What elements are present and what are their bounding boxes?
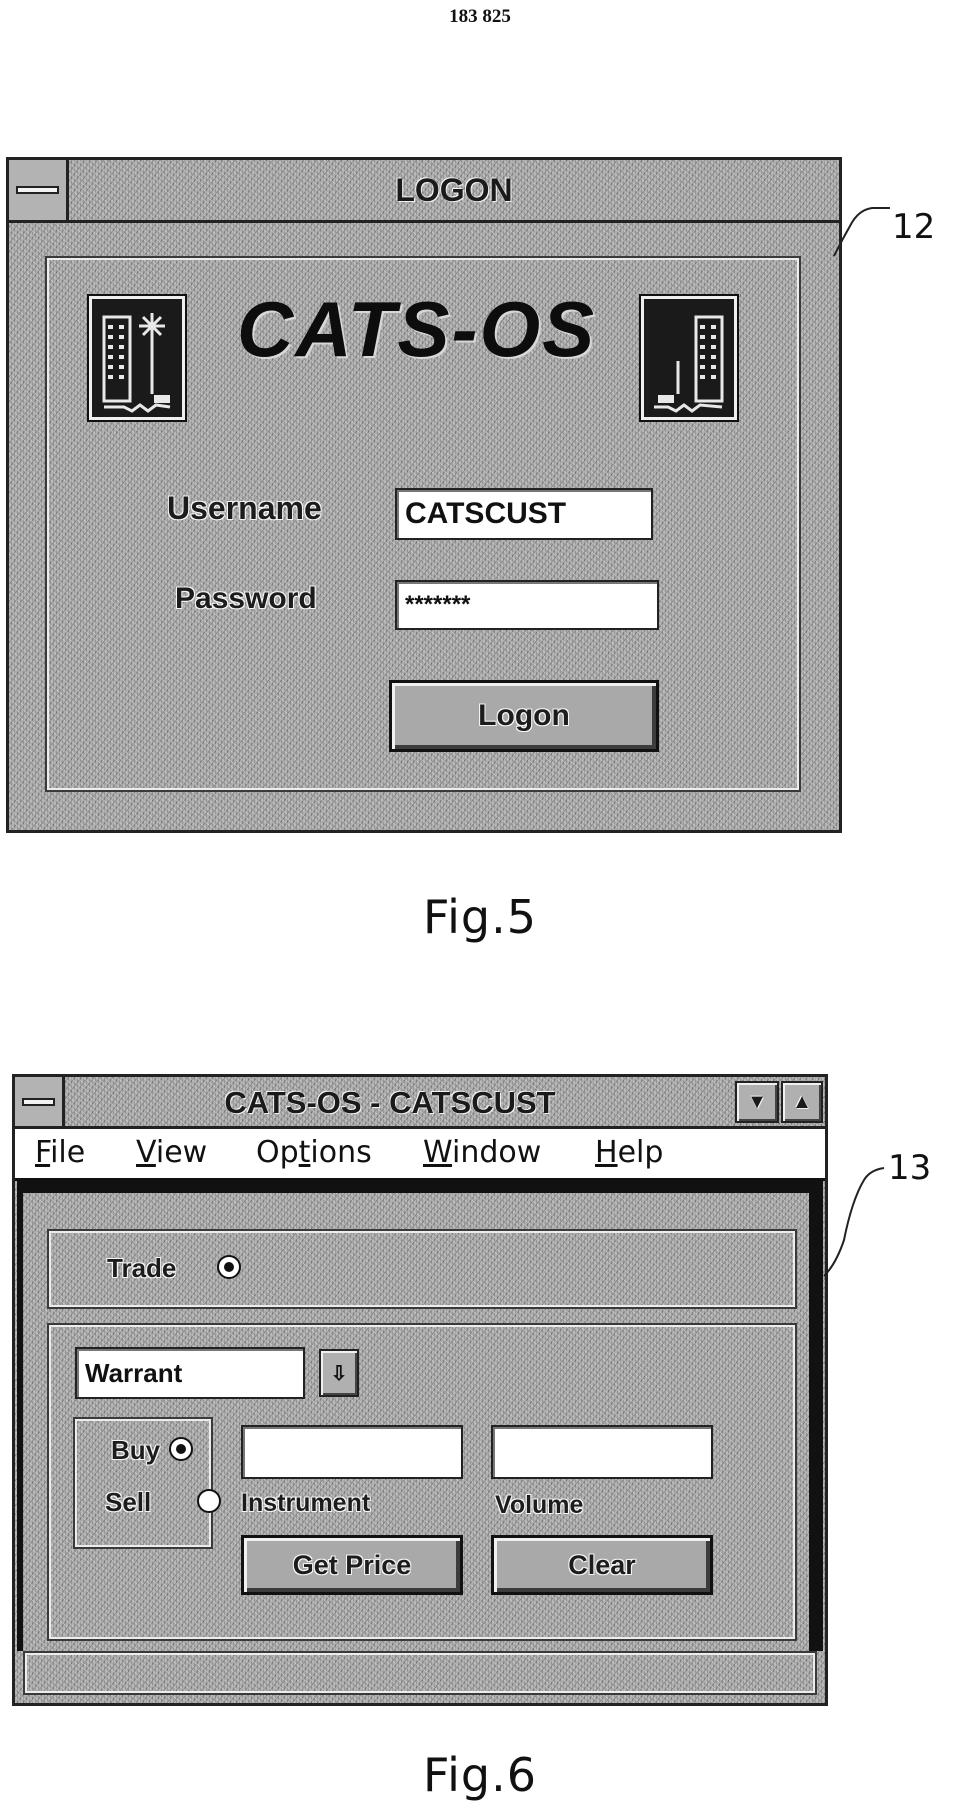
cats-logo-icon-left xyxy=(87,294,187,422)
reference-leader-12 xyxy=(833,207,890,257)
client-area-right-edge xyxy=(809,1181,823,1651)
password-label: Password xyxy=(175,582,317,615)
clear-button-label: Clear xyxy=(568,1549,636,1580)
trade-mode-panel: Trade xyxy=(47,1229,797,1309)
logon-window: LOGON CATS-OS xyxy=(6,157,842,833)
system-menu-button[interactable] xyxy=(9,160,69,220)
maximize-arrow-icon: ▲ xyxy=(792,1090,812,1113)
cats-logo-icon-right xyxy=(639,294,739,422)
menu-help[interactable]: Help xyxy=(595,1135,664,1170)
trade-radio[interactable] xyxy=(217,1255,241,1279)
sell-label: Sell xyxy=(105,1487,152,1517)
menu-file[interactable]: File xyxy=(35,1135,86,1170)
logon-panel xyxy=(45,256,801,792)
window-title: LOGON xyxy=(395,172,513,208)
window-title: CATS-OS - CATSCUST xyxy=(224,1085,556,1120)
buy-label: Buy xyxy=(111,1435,161,1465)
instrument-type-dropdown-button[interactable]: ⇩ xyxy=(319,1349,359,1397)
sell-radio[interactable] xyxy=(197,1489,222,1513)
client-area-frame xyxy=(17,1181,823,1193)
password-field[interactable]: ******* xyxy=(395,580,659,630)
maximize-button[interactable]: ▲ xyxy=(781,1081,823,1123)
get-price-button[interactable]: Get Price xyxy=(241,1535,463,1595)
app-logo-text: CATS-OS xyxy=(237,285,597,373)
buy-radio[interactable] xyxy=(169,1437,193,1461)
trade-label: Trade xyxy=(107,1253,177,1283)
password-value: ******* xyxy=(405,591,471,618)
menu-window[interactable]: Window xyxy=(423,1135,542,1170)
reference-label-12: 12 xyxy=(892,207,936,247)
building-icon xyxy=(654,315,724,413)
figure-caption-5: Fig.5 xyxy=(423,890,537,944)
status-bar xyxy=(23,1651,817,1695)
instrument-type-value: Warrant xyxy=(85,1357,183,1388)
username-field[interactable]: CATSCUST xyxy=(395,488,653,540)
page-number: 183 825 xyxy=(449,6,511,27)
minimize-arrow-icon: ▼ xyxy=(747,1090,767,1113)
minimize-button[interactable]: ▼ xyxy=(735,1081,779,1123)
logon-button-label: Logon xyxy=(478,699,570,732)
instrument-type-select[interactable]: Warrant xyxy=(75,1347,305,1399)
dropdown-arrow-icon: ⇩ xyxy=(330,1362,348,1385)
clear-button[interactable]: Clear xyxy=(491,1535,713,1595)
client-area-left-edge xyxy=(17,1181,23,1651)
system-menu-icon xyxy=(16,186,59,194)
username-value: CATSCUST xyxy=(405,497,567,530)
figure-caption-6: Fig.6 xyxy=(423,1748,537,1802)
system-menu-icon xyxy=(22,1097,55,1106)
instrument-label: Instrument xyxy=(241,1489,371,1517)
volume-label: Volume xyxy=(495,1491,584,1519)
order-panel: Warrant ⇩ Buy Sell Instrument Volume Get… xyxy=(47,1323,797,1641)
menu-view[interactable]: View xyxy=(136,1135,208,1170)
trade-window: CATS-OS - CATSCUST ▼ ▲ File View Options… xyxy=(12,1074,828,1706)
reference-leader-13 xyxy=(823,1167,885,1277)
buy-sell-group: Buy Sell xyxy=(73,1417,222,1549)
username-label: Username xyxy=(167,490,322,526)
instrument-field[interactable] xyxy=(241,1425,463,1479)
menu-bar: File View Options Window Help xyxy=(15,1129,825,1181)
volume-field[interactable] xyxy=(491,1425,713,1479)
logon-titlebar: LOGON xyxy=(9,160,839,223)
trade-titlebar: CATS-OS - CATSCUST ▼ ▲ xyxy=(15,1077,825,1129)
menu-options[interactable]: Options xyxy=(256,1135,372,1170)
get-price-button-label: Get Price xyxy=(292,1549,412,1580)
reference-label-13: 13 xyxy=(888,1148,932,1188)
system-menu-button[interactable] xyxy=(15,1077,65,1126)
building-antenna-icon xyxy=(102,313,171,413)
logon-button[interactable]: Logon xyxy=(389,680,659,752)
